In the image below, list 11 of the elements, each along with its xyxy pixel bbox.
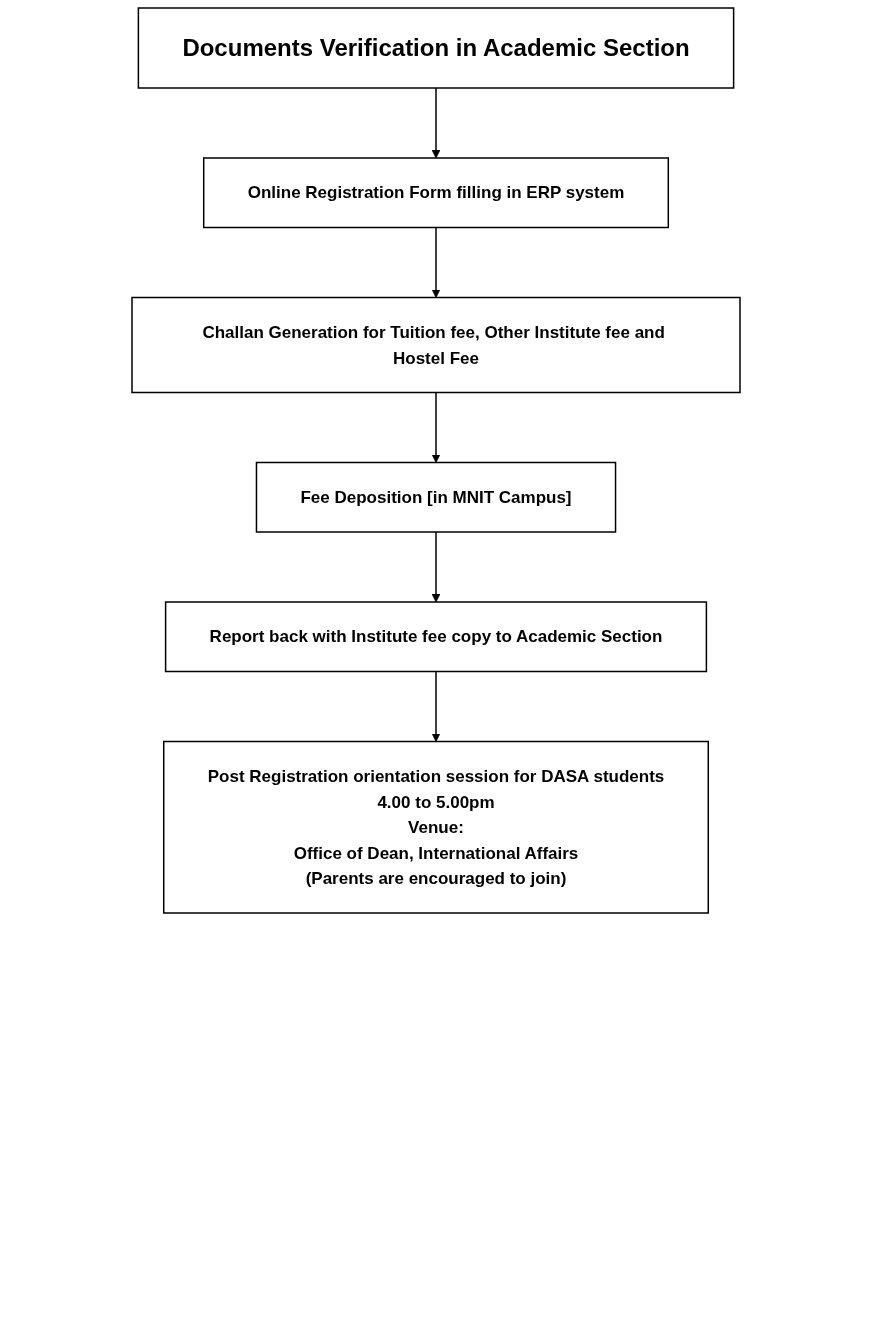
node-box: Challan Generation for Tuition fee, Other Institute fee and Hostel Fee <box>131 296 741 394</box>
arrow <box>431 226 441 298</box>
node-box: Post Registration orientation session for DASA students 4.00 to 5.00pm Venue: Office of Dean, International Affairs (Parents are encouraged to join) <box>163 740 709 914</box>
node-box: Report back with Institute fee copy to Academic Section <box>164 601 708 673</box>
arrow <box>431 670 441 742</box>
arrow <box>431 87 441 159</box>
arrow <box>431 391 441 463</box>
node-box: Fee Deposition [in MNIT Campus] <box>255 461 617 533</box>
node-box: Online Registration Form filling in ERP system <box>202 157 670 229</box>
node-box: Documents Verification in Academic Section <box>137 7 735 89</box>
arrow <box>431 531 441 603</box>
